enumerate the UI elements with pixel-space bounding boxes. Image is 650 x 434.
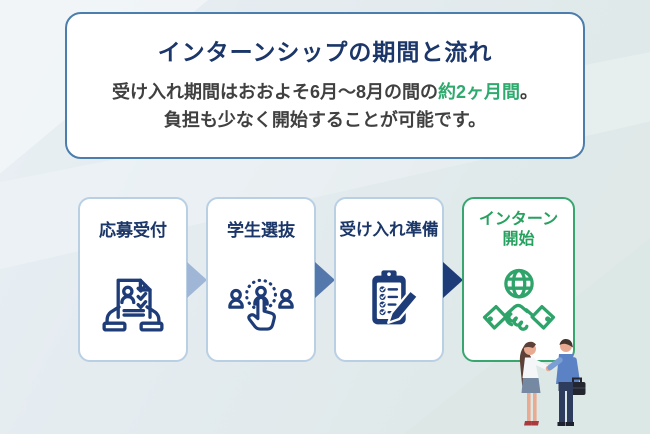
step-label-internship-start: インターン 開始 (479, 210, 558, 250)
step-box-preparation: 受け入れ準備 (334, 197, 444, 362)
step-box-internship-start: インターン 開始 (462, 197, 575, 362)
globe-handshake-icon (478, 250, 560, 360)
preparation-checklist-icon (351, 240, 427, 360)
flow-arrow-right-icon-2 (315, 261, 335, 298)
flow-arrow-right-icon-3 (443, 261, 463, 298)
header-description: 受け入れ期間はおおよそ6月〜8月の間の約2ヶ月間。 負担も少なく開始することが可… (67, 79, 583, 135)
header-card: インターンシップの期間と流れ 受け入れ期間はおおよそ6月〜8月の間の約2ヶ月間。… (65, 12, 585, 159)
step-label-selection: 学生選抜 (227, 221, 295, 240)
desc-highlight-duration: 約2ヶ月間 (438, 82, 521, 102)
step-box-application: 応募受付 (78, 197, 188, 362)
desc-line1-post: 。 (520, 82, 539, 102)
step-box-selection: 学生選抜 (206, 197, 316, 362)
two-business-people-handshake-illustration (503, 336, 595, 434)
step4-label-line2: 開始 (502, 231, 535, 248)
desc-line1-pre: 受け入れ期間はおおよそ6月〜8月の間の (111, 82, 438, 102)
flow-arrow-right-icon-1 (187, 261, 207, 298)
step4-label-line1: インターン (478, 211, 559, 228)
step-label-preparation: 受け入れ準備 (339, 221, 439, 239)
desc-line2: 負担も少なく開始することが可能です。 (163, 109, 487, 130)
student-selection-icon (221, 241, 301, 360)
process-steps-row: 応募受付 (78, 197, 575, 362)
page-title: インターンシップの期間と流れ (157, 39, 493, 65)
step-label-application: 応募受付 (99, 221, 167, 240)
application-reception-icon (96, 241, 170, 360)
